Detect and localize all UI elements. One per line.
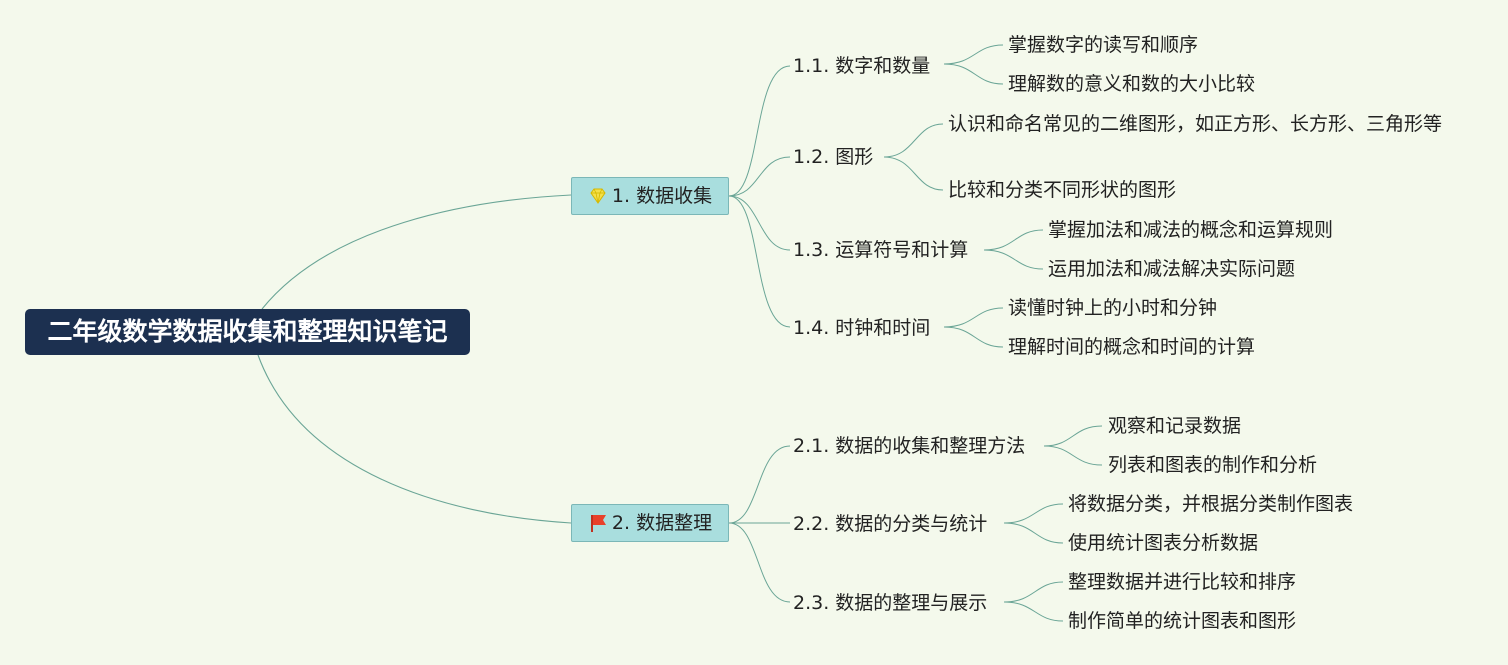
branch-data-organization[interactable]: 2. 数据整理 (571, 504, 729, 542)
subtopic-2-1[interactable]: 2.1. 数据的收集和整理方法 (793, 435, 1026, 457)
subtopic-1-1[interactable]: 1.1. 数字和数量 (793, 55, 931, 77)
connector-s13-l1 (983, 229, 1044, 251)
connector-s11-l2 (943, 63, 1004, 85)
connector-s14-l1 (943, 307, 1004, 328)
connector-b1-s2 (728, 156, 791, 197)
leaf[interactable]: 使用统计图表分析数据 (1068, 532, 1259, 554)
leaf[interactable]: 掌握数字的读写和顺序 (1008, 34, 1199, 56)
branch-label: 1. 数据收集 (611, 185, 713, 207)
connector-s14-l2 (943, 326, 1004, 348)
connector-s22-l1 (1003, 503, 1064, 524)
branch-label: 2. 数据整理 (611, 512, 713, 534)
leaf[interactable]: 整理数据并进行比较和排序 (1068, 571, 1297, 593)
connector-s12-l2 (883, 156, 944, 191)
connector-s21-l2 (1043, 445, 1103, 466)
subtopic-1-2[interactable]: 1.2. 图形 (793, 146, 874, 168)
leaf[interactable]: 观察和记录数据 (1108, 415, 1242, 437)
subtopic-1-4[interactable]: 1.4. 时钟和时间 (793, 317, 931, 339)
connector-s11-l1 (943, 44, 1004, 65)
connector-b2-s3 (728, 522, 791, 603)
connector-s23-l1 (1003, 581, 1064, 603)
red-flag-icon (590, 515, 606, 532)
subtopic-2-2[interactable]: 2.2. 数据的分类与统计 (793, 513, 988, 535)
leaf[interactable]: 理解数的意义和数的大小比较 (1008, 73, 1256, 95)
branch-data-collection[interactable]: 1. 数据收集 (571, 177, 729, 215)
leaf[interactable]: 掌握加法和减法的概念和运算规则 (1048, 219, 1334, 241)
leaf[interactable]: 读懂时钟上的小时和分钟 (1008, 297, 1218, 319)
leaf[interactable]: 理解时间的概念和时间的计算 (1008, 336, 1256, 358)
leaf[interactable]: 列表和图表的制作和分析 (1108, 454, 1318, 476)
gem-icon (590, 188, 606, 204)
subtopic-1-3[interactable]: 1.3. 运算符号和计算 (793, 239, 969, 261)
subtopic-2-3[interactable]: 2.3. 数据的整理与展示 (793, 592, 988, 614)
connector-b1-s1 (728, 65, 791, 197)
connector-b1-s4 (728, 195, 791, 328)
connector-root-branch-2 (257, 354, 572, 524)
connector-b2-s1 (728, 445, 791, 524)
leaf[interactable]: 运用加法和减法解决实际问题 (1048, 258, 1296, 280)
connector-s13-l2 (983, 249, 1044, 270)
connector-b1-s3 (728, 195, 791, 251)
leaf[interactable]: 将数据分类，并根据分类制作图表 (1068, 493, 1354, 515)
leaf[interactable]: 认识和命名常见的二维图形，如正方形、长方形、三角形等 (948, 113, 1443, 135)
connector-s23-l2 (1003, 601, 1064, 622)
connector-s22-l2 (1003, 522, 1064, 544)
leaf[interactable]: 比较和分类不同形状的图形 (948, 179, 1177, 201)
connector-s21-l1 (1043, 425, 1103, 447)
connector-root-branch-1 (261, 194, 572, 310)
root-topic[interactable]: 二年级数学数据收集和整理知识笔记 (25, 309, 470, 355)
connector-s12-l1 (883, 123, 944, 158)
leaf[interactable]: 制作简单的统计图表和图形 (1068, 610, 1297, 632)
